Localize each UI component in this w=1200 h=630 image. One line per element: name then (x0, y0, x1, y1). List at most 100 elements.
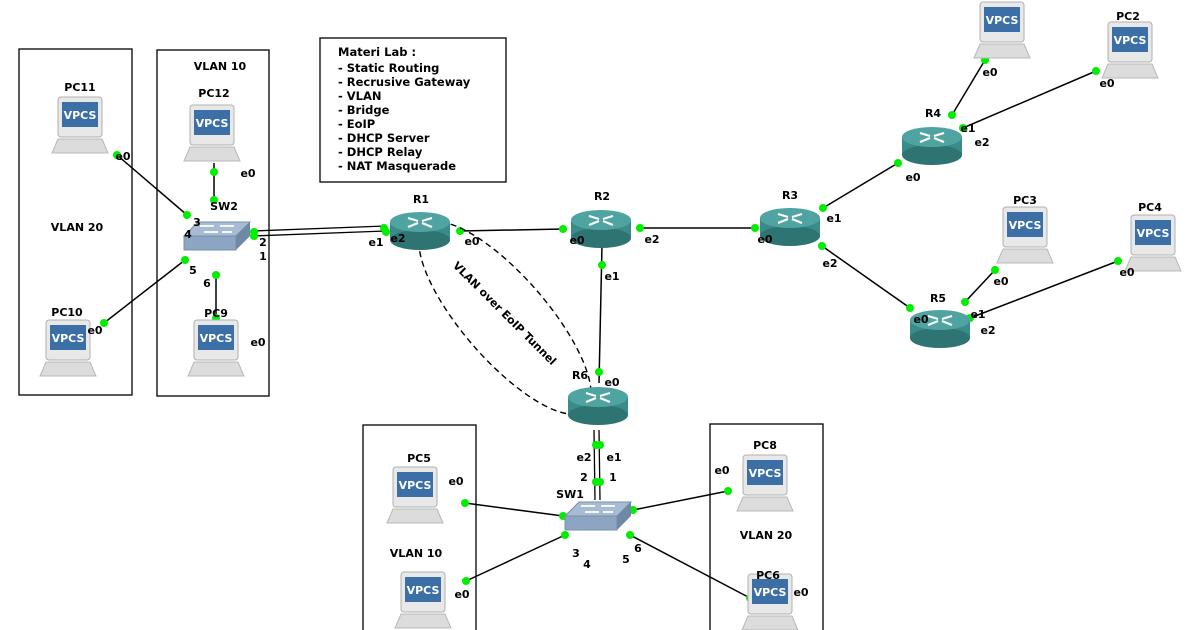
network-link[interactable] (465, 534, 566, 582)
port-label: e1 (960, 122, 975, 135)
network-link[interactable] (629, 534, 751, 599)
vpcs-pc-icon[interactable]: VPCS (386, 466, 444, 524)
link-endpoint-dot (1114, 257, 1122, 265)
link-endpoint-dot (724, 487, 732, 495)
vpcs-pc-icon[interactable]: VPCS (736, 454, 794, 512)
vpcs-pc-icon[interactable]: VPCS (39, 319, 97, 377)
router-icon-r2[interactable] (571, 210, 631, 248)
port-label: 4 (583, 558, 591, 571)
port-label: e0 (993, 275, 1008, 288)
vlan-zone-box (156, 49, 270, 397)
router-label-r1: R1 (413, 193, 429, 206)
vpcs-logo: VPCS (1009, 219, 1042, 232)
port-label: 5 (622, 553, 630, 566)
link-endpoint-dot (113, 151, 121, 159)
vpcs-logo: VPCS (749, 467, 782, 480)
router-icon-r1[interactable] (390, 212, 450, 250)
info-box-item: - EoIP (338, 117, 375, 131)
link-endpoint-dot (626, 531, 634, 539)
port-label: e0 (250, 336, 265, 349)
network-link[interactable] (964, 269, 996, 303)
router-icon-r5[interactable] (910, 310, 970, 348)
port-label: e0 (604, 376, 619, 389)
network-link[interactable] (969, 260, 1119, 319)
info-box-item: - Recrusive Gateway (338, 75, 471, 89)
link-endpoint-dot (819, 204, 827, 212)
link-endpoint-dot (991, 266, 999, 274)
network-link[interactable] (252, 230, 387, 237)
vpcs-pc-icon[interactable]: VPCS (741, 573, 799, 630)
vpcs-logo: VPCS (196, 117, 229, 130)
vpcs-pc-icon[interactable]: VPCS (973, 1, 1031, 59)
info-box-item: - NAT Masquerade (338, 159, 456, 173)
network-link[interactable] (632, 490, 729, 511)
vlan-zone-box (709, 423, 824, 630)
vpcs-pc-icon[interactable]: VPCS (51, 96, 109, 154)
vpcs-pc-icon[interactable]: VPCS (183, 104, 241, 162)
network-link[interactable] (951, 59, 986, 116)
vpcs-pc-icon[interactable]: VPCS (1101, 21, 1159, 79)
info-box-item: - VLAN (338, 89, 382, 103)
router-icon-r4[interactable] (902, 127, 962, 165)
network-link[interactable] (103, 259, 186, 324)
network-link[interactable] (464, 502, 564, 517)
network-link[interactable] (962, 70, 1097, 129)
network-link[interactable] (821, 245, 911, 309)
network-link[interactable] (593, 429, 596, 501)
switch-label-sw1: SW1 (556, 488, 584, 501)
router-icon-r3[interactable] (760, 208, 820, 246)
vlan-zone-label: VLAN 10 (390, 547, 443, 560)
vpcs-logo: VPCS (200, 332, 233, 345)
port-label: e0 (913, 313, 928, 326)
vpcs-logo: VPCS (1114, 34, 1147, 47)
vpcs-logo: VPCS (64, 109, 97, 122)
port-label: e0 (793, 586, 808, 599)
vlan-zone-label: VLAN 20 (740, 529, 793, 542)
port-label: 6 (203, 277, 211, 290)
port-label: e2 (980, 324, 995, 337)
info-box-item: - DHCP Server (338, 131, 430, 145)
router-label-r4: R4 (925, 107, 941, 120)
port-label: e2 (822, 257, 837, 270)
port-label: 2 (259, 236, 267, 249)
link-endpoint-dot (212, 271, 220, 279)
link-endpoint-dot (250, 232, 258, 240)
vlan-zone-box (18, 48, 133, 396)
vlan-zone-label: VLAN 10 (194, 60, 247, 73)
network-link[interactable] (459, 228, 564, 232)
link-endpoint-dot (595, 368, 603, 376)
port-label: e1 (970, 308, 985, 321)
link-endpoint-dot (181, 256, 189, 264)
network-link[interactable] (598, 429, 601, 501)
vpcs-pc-icon[interactable]: VPCS (996, 206, 1054, 264)
link-endpoint-dot (561, 531, 569, 539)
switch-icon-sw1[interactable] (563, 501, 633, 531)
port-label: e0 (1099, 77, 1114, 90)
port-label: e0 (240, 167, 255, 180)
vpcs-logo: VPCS (1137, 227, 1170, 240)
link-endpoint-dot (382, 228, 390, 236)
vpcs-pc-icon[interactable]: VPCS (394, 571, 452, 629)
link-endpoint-dot (818, 242, 826, 250)
router-icon-r6[interactable] (568, 387, 628, 425)
link-endpoint-dot (596, 441, 604, 449)
pc-label-pc12: PC12 (198, 87, 229, 100)
vpcs-pc-icon[interactable]: VPCS (187, 319, 245, 377)
pc-label-pc5: PC5 (407, 452, 431, 465)
switch-icon-sw2[interactable] (182, 221, 252, 251)
vpcs-logo: VPCS (52, 332, 85, 345)
link-endpoint-dot (100, 319, 108, 327)
port-label: e0 (448, 475, 463, 488)
network-link[interactable] (252, 225, 387, 232)
pc-label-pc9: PC9 (204, 307, 228, 320)
pc-label-pc10: PC10 (51, 306, 83, 319)
link-endpoint-dot (961, 298, 969, 306)
network-link[interactable] (116, 154, 188, 216)
link-endpoint-dot (596, 478, 604, 486)
vpcs-logo: VPCS (399, 479, 432, 492)
link-endpoint-dot (1092, 67, 1100, 75)
network-link[interactable] (822, 162, 899, 209)
info-box: Materi Lab :- Static Routing- Recrusive … (319, 37, 507, 183)
vpcs-pc-icon[interactable]: VPCS (1124, 214, 1182, 272)
link-endpoint-dot (462, 577, 470, 585)
